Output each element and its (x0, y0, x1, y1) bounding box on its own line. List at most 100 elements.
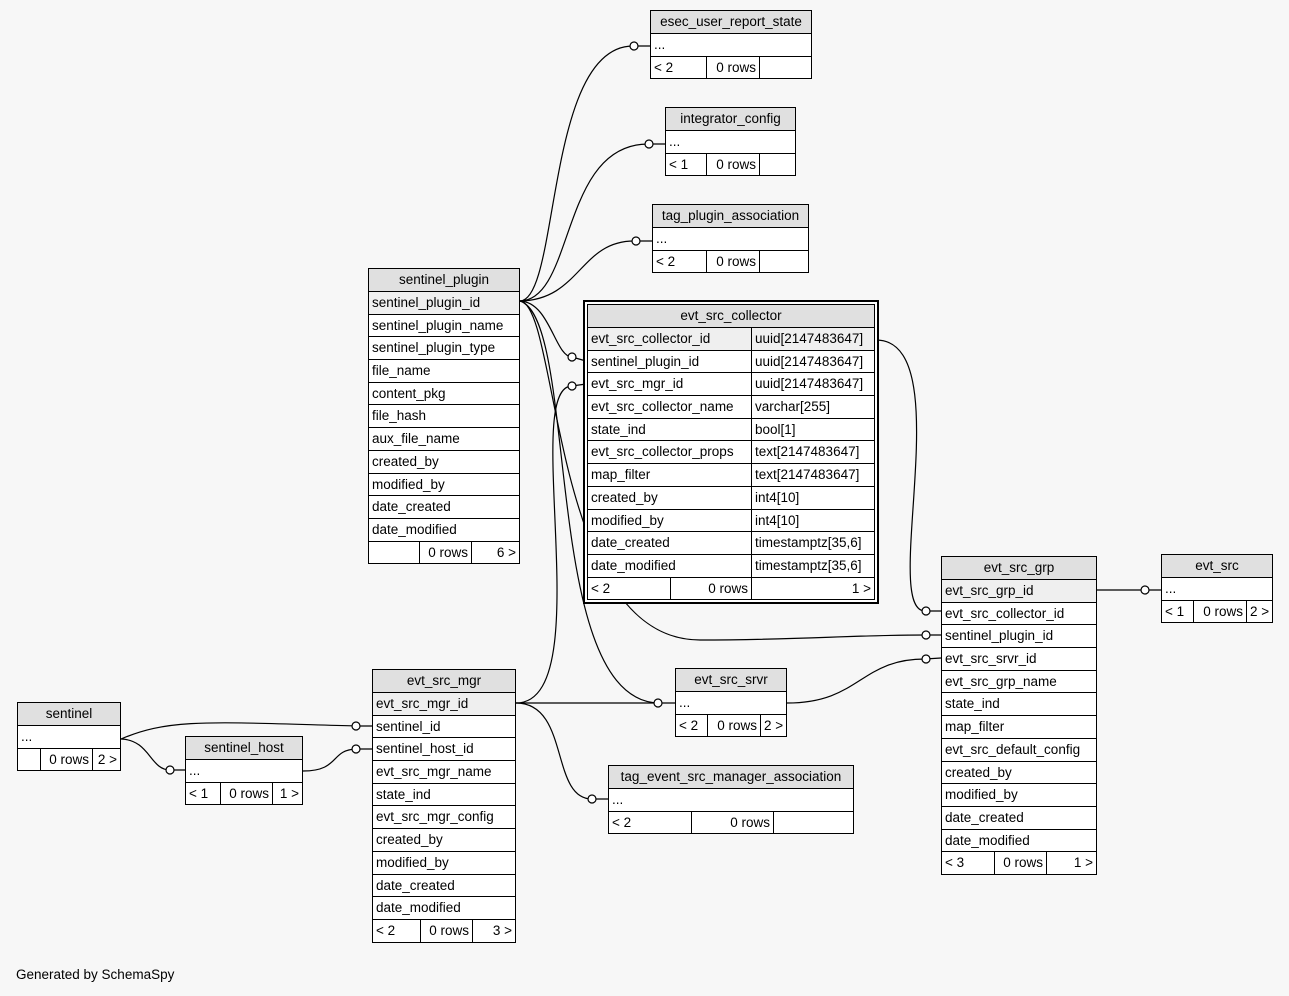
column-type: bool[1] (751, 418, 874, 441)
column-type: uuid[2147483647] (751, 373, 874, 396)
parents-link[interactable]: < 2 (612, 814, 632, 830)
column-name: evt_src_collector_id (591, 331, 711, 346)
children-link[interactable]: 6 > (471, 541, 519, 564)
table-title[interactable]: evt_src (1162, 555, 1272, 578)
children-link[interactable]: 1 > (1046, 852, 1096, 874)
column-name: file_name (372, 363, 431, 379)
column-name: created_by (591, 489, 658, 505)
column-name: created_by (372, 453, 439, 469)
table-title[interactable]: integrator_config (666, 108, 795, 131)
column-row: date_modified (373, 897, 515, 920)
parents-link[interactable]: < 2 (654, 59, 674, 75)
children-link[interactable] (759, 56, 811, 79)
column-name: modified_by (591, 512, 664, 528)
children-link[interactable] (773, 811, 853, 834)
table-title[interactable]: tag_plugin_association (653, 205, 808, 228)
children-link[interactable] (759, 250, 808, 273)
column-row: created_by (942, 762, 1096, 785)
column-name: sentinel_plugin_type (372, 340, 496, 356)
parents-link[interactable]: < 1 (189, 785, 209, 801)
column-name: sentinel_plugin_id (372, 295, 481, 310)
edge-evt-src-mgr-to-tag-event-src-manager-association (515, 702, 608, 800)
column-name: evt_src_mgr_id (376, 696, 469, 711)
parents-link[interactable]: < 1 (669, 156, 689, 172)
column-row: ... (653, 228, 808, 251)
edge-evt-src-mgr-to-evt-src-collector (515, 383, 587, 704)
column-row: evt_src_mgr_id uuid[2147483647] (588, 373, 874, 397)
table-title[interactable]: evt_src_collector (588, 305, 874, 328)
column-type: timestamptz[35,6] (751, 554, 874, 577)
column-name: ... (189, 763, 201, 778)
column-name: state_ind (945, 696, 1000, 712)
column-name: date_modified (945, 832, 1030, 848)
table-title[interactable]: esec_user_report_state (651, 11, 811, 34)
parents-link[interactable]: < 2 (656, 253, 676, 269)
column-name: ... (656, 231, 668, 246)
column-name: map_filter (591, 467, 651, 483)
column-row: date_created (369, 496, 519, 519)
table-title[interactable]: tag_event_src_manager_association (609, 766, 853, 789)
row-count: 0 rows (707, 714, 760, 737)
column-type: timestamptz[35,6] (751, 532, 874, 554)
children-link[interactable]: 2 > (1246, 600, 1272, 623)
table-title[interactable]: sentinel_plugin (369, 269, 519, 292)
column-name: ... (1165, 581, 1177, 596)
parents-link[interactable] (18, 749, 40, 771)
parents-link[interactable]: < 1 (1165, 603, 1185, 619)
column-row: sentinel_plugin_id (942, 625, 1096, 649)
row-count: 0 rows (419, 541, 471, 564)
children-link[interactable]: 2 > (760, 714, 786, 737)
children-link[interactable] (759, 153, 795, 176)
parents-link[interactable]: < 2 (376, 922, 396, 938)
column-name: evt_src_collector_props (591, 444, 734, 460)
children-link[interactable]: 2 > (92, 748, 120, 771)
column-name: evt_src_mgr_id (591, 376, 684, 392)
parents-link[interactable]: < 3 (945, 855, 965, 871)
children-link[interactable]: 1 > (272, 782, 302, 805)
column-row: file_name (369, 360, 519, 383)
column-name: date_created (591, 535, 670, 551)
primary-key-column-row: sentinel_plugin_id (369, 292, 519, 315)
column-name: date_modified (376, 900, 461, 916)
children-link[interactable]: 1 > (751, 577, 874, 600)
column-row: evt_src_default_config (942, 739, 1096, 762)
children-link[interactable]: 3 > (472, 919, 515, 942)
row-count: 0 rows (994, 852, 1046, 874)
column-row: ... (651, 34, 811, 57)
table-title[interactable]: sentinel_host (186, 737, 302, 760)
table-title[interactable]: evt_src_grp (942, 557, 1096, 580)
column-row: map_filter (942, 716, 1096, 739)
primary-key-column-row: evt_src_mgr_id (373, 693, 515, 716)
column-row: ... (186, 760, 302, 783)
table-title[interactable]: evt_src_srvr (676, 669, 786, 692)
table-title[interactable]: evt_src_mgr (373, 670, 515, 693)
parents-link[interactable]: < 2 (679, 717, 699, 733)
column-name: evt_src_collector_name (591, 399, 734, 415)
parents-link[interactable] (369, 542, 419, 564)
column-row: evt_src_mgr_config (373, 806, 515, 830)
table-title[interactable]: sentinel (18, 703, 120, 726)
column-row: state_ind (942, 693, 1096, 717)
parents-link[interactable]: < 2 (591, 580, 611, 596)
column-type: uuid[2147483647] (751, 350, 874, 373)
column-row: modified_by (369, 474, 519, 497)
